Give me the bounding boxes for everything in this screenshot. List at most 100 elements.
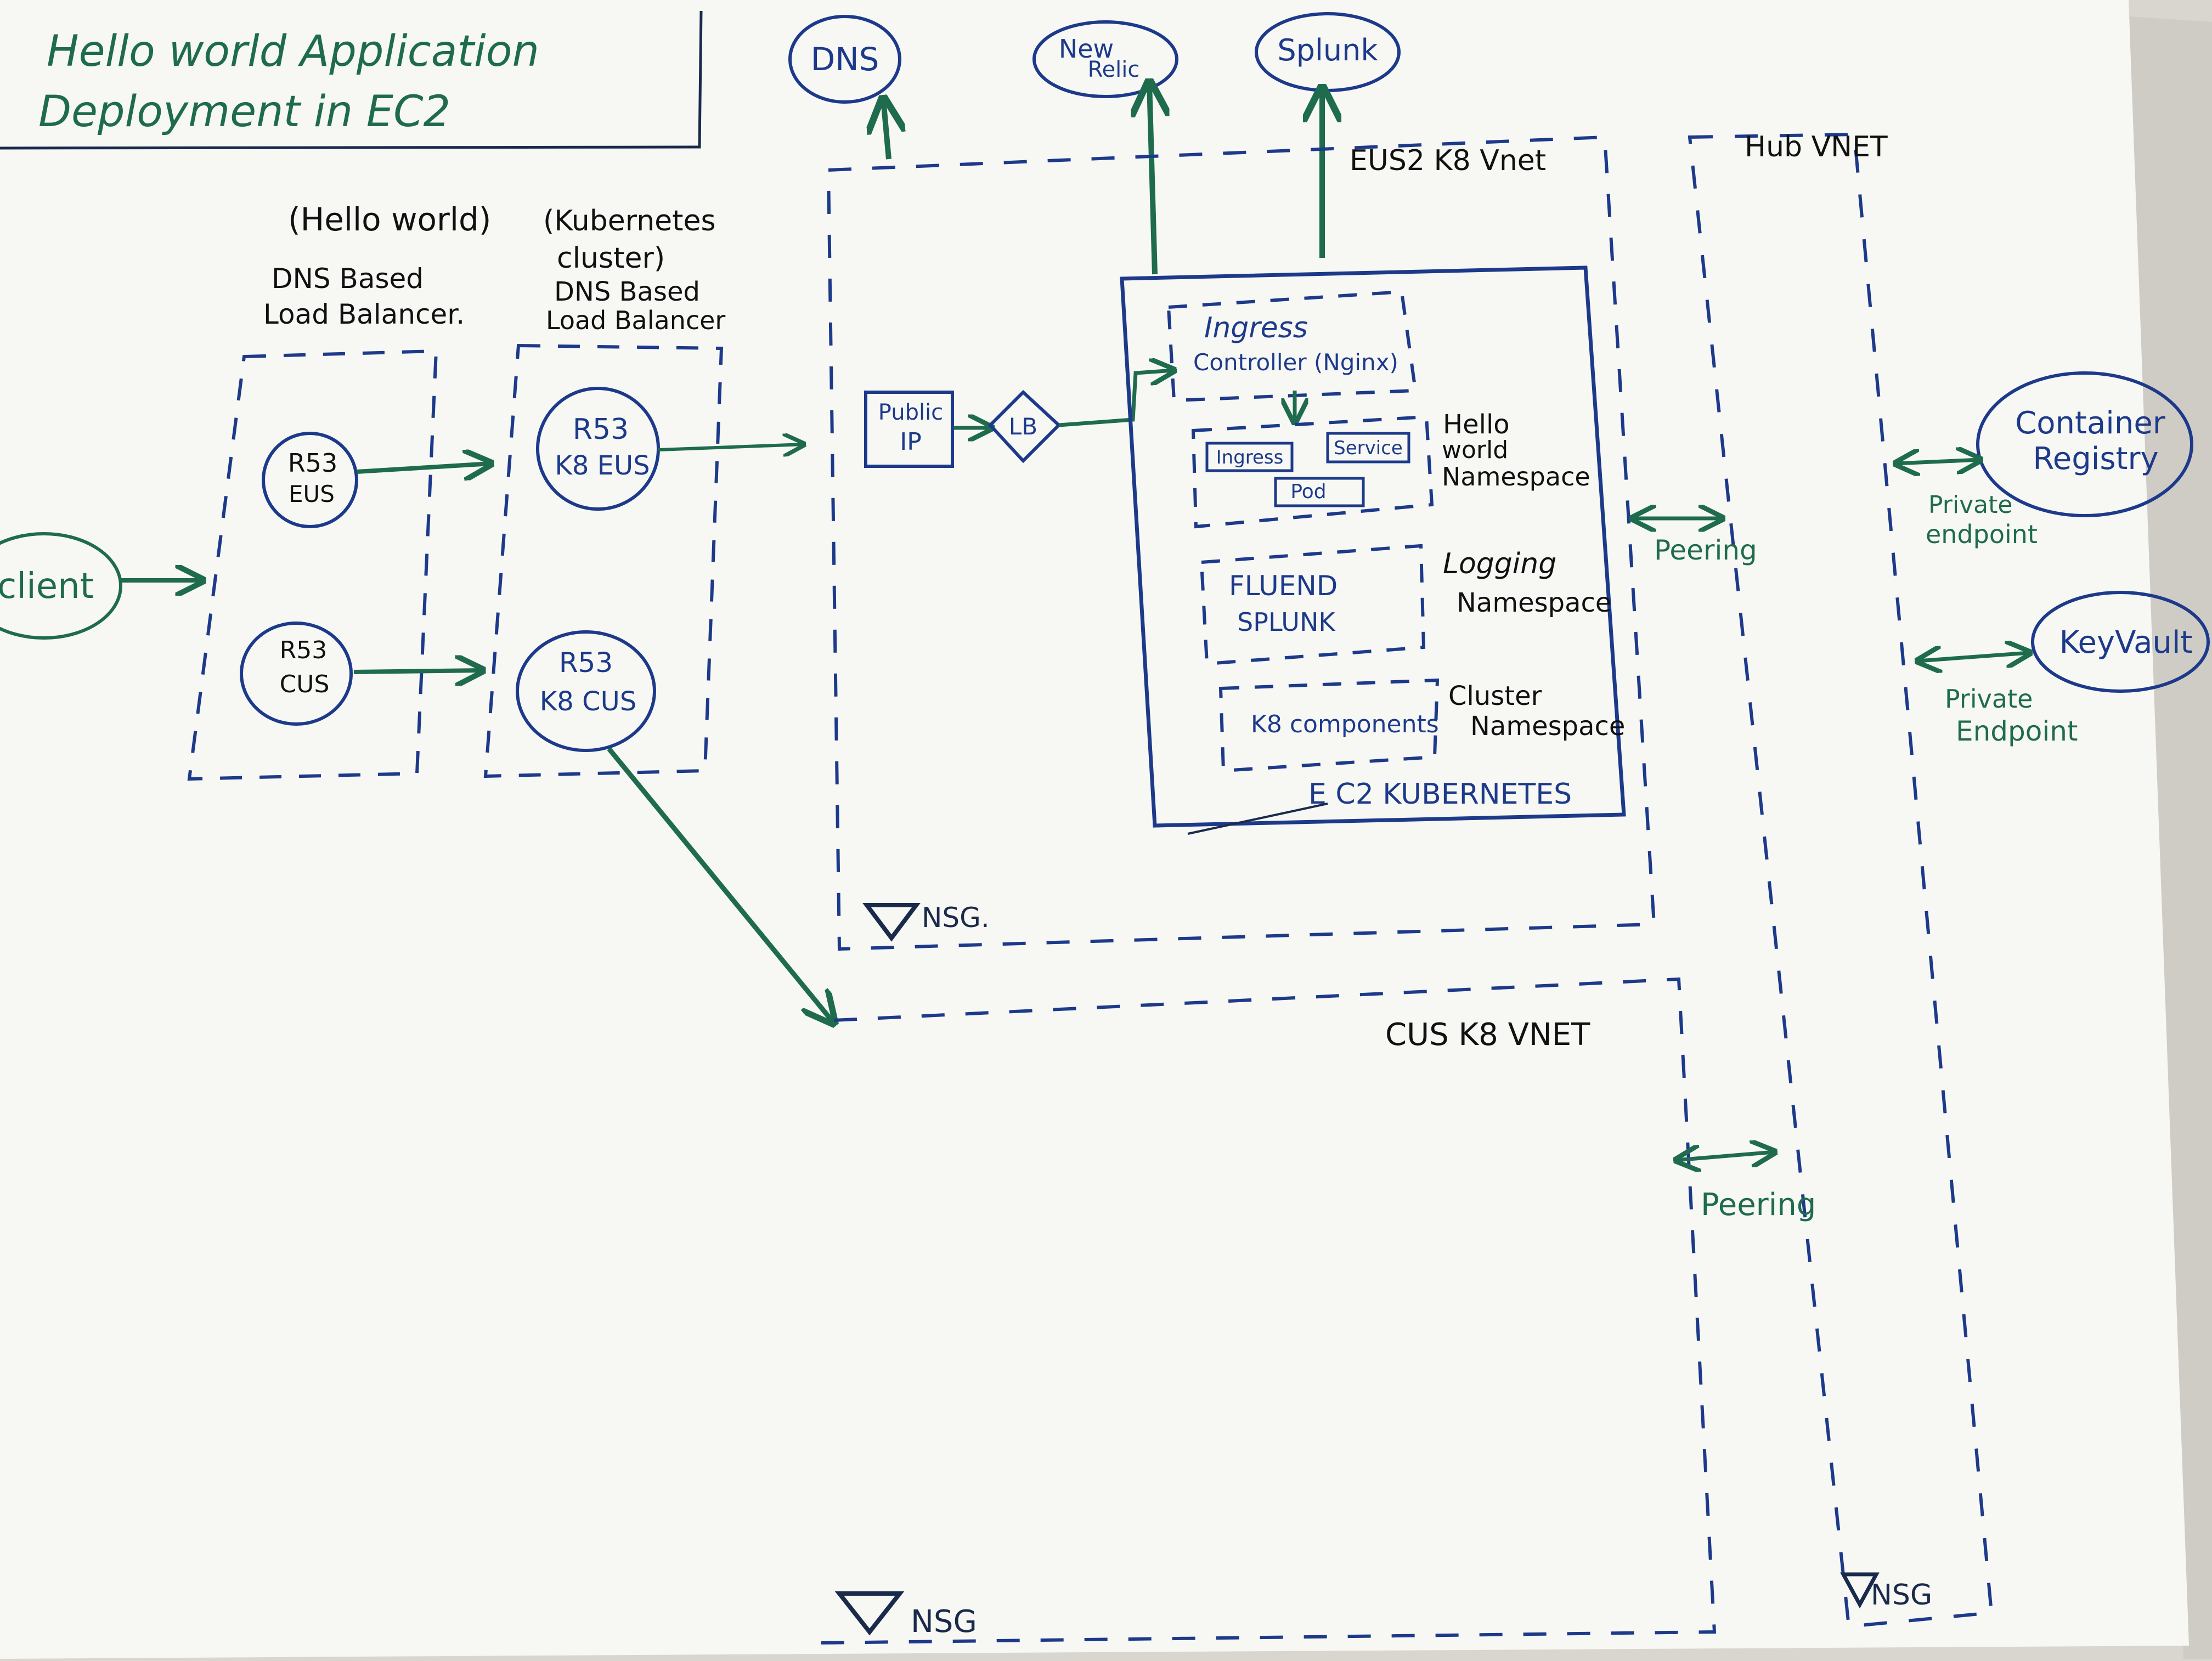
lb1-caption-1: (Hello world): [288, 201, 491, 238]
nsg-icon: [862, 903, 921, 942]
peering-label-2: Peering: [1701, 1187, 1816, 1223]
arrow-k8cus-to-cus: [607, 747, 834, 1023]
hw-ingress-box: [1205, 442, 1294, 472]
hw-service-box: [1326, 432, 1410, 464]
ec2-k8s-label: E C2 KUBERNETES: [1308, 778, 1572, 811]
cus-nsg-label: NSG: [911, 1604, 977, 1640]
hw-ns-line1: Hello: [1443, 409, 1510, 440]
arrow-hub-to-keyvault: [1917, 653, 2030, 661]
cus-vnet-dashed-box: [817, 977, 1717, 1645]
cluster-namespace-box: [1218, 678, 1440, 773]
k8-cus-circle: [516, 630, 656, 752]
newrelic-label-line2: Relic: [1088, 57, 1140, 82]
hub-vnet: Hub VNET Container Registry Private endp…: [1688, 131, 2210, 1629]
title-block: Hello world Application Deployment in EC…: [0, 10, 703, 150]
arrow-hub-to-registry: [1895, 460, 1980, 464]
title-line2: Deployment in EC2: [38, 87, 450, 137]
pe2-line2: Endpoint: [1956, 715, 2078, 747]
arrow-to-dns: [883, 99, 889, 160]
ec2-kubernetes-cluster: E C2 KUBERNETES Ingress Controller (Ngin…: [1120, 265, 1626, 835]
eus2-vnet-dashed-box: [826, 135, 1656, 951]
r53-cus-line1: R53: [280, 636, 328, 664]
ec2-underline: [1187, 803, 1328, 835]
hw-ns-line3: Namespace: [1442, 462, 1590, 491]
keyvault-label: KeyVault: [2059, 625, 2193, 660]
lb2-caption-1: (Kubernetes: [543, 205, 716, 238]
lb2-caption-3: DNS Based: [554, 276, 700, 307]
lb-label: LB: [1009, 413, 1037, 440]
lb2-caption-4: Load Balancer: [546, 306, 725, 335]
r53-eus-line2: EUS: [289, 481, 335, 507]
client-node: client: [0, 532, 122, 640]
ingress-line2: Controller (Nginx): [1193, 349, 1398, 376]
k8-cus-line2: K8 CUS: [540, 686, 636, 717]
container-registry-line1: Container: [2015, 405, 2166, 441]
k8-components-label: K8 components: [1251, 710, 1439, 738]
arrow-k8eus-to-eus2: [658, 444, 804, 450]
cus-k8-vnet: CUS K8 VNET NSG: [817, 977, 1717, 1645]
hello-world-dns-lb-group: (Hello world) DNS Based Load Balancer. R…: [187, 201, 491, 781]
pe1-line2: endpoint: [1926, 519, 2038, 549]
logging-namespace-box: [1199, 544, 1426, 666]
lb-diamond: [988, 389, 1062, 464]
lb1-caption-3: Load Balancer.: [263, 298, 465, 330]
log-ns-line2: Namespace: [1457, 587, 1611, 618]
dns-label: DNS: [811, 41, 879, 78]
hub-vnet-label: Hub VNET: [1745, 131, 1888, 163]
k8-eus-line2: K8 EUS: [555, 450, 650, 481]
k8-cluster-dns-lb-group: (Kubernetes cluster) DNS Based Load Bala…: [483, 205, 725, 778]
dns-service: DNS: [788, 15, 901, 104]
r53-eus-line1: R53: [288, 448, 338, 478]
cus-nsg-icon: [834, 1591, 905, 1636]
k8-eus-line1: R53: [573, 413, 629, 446]
fluentd-label: FLUEND: [1229, 570, 1338, 602]
pe2-line1: Private: [1945, 684, 2033, 714]
splunk-label: Splunk: [1277, 33, 1378, 67]
container-registry-line2: Registry: [2033, 441, 2158, 477]
client-label: client: [0, 566, 94, 607]
arrow-to-newrelic: [1149, 82, 1155, 275]
r53-eus-circle: [262, 432, 358, 528]
cluster-ns-line1: Cluster: [1448, 681, 1542, 711]
hw-ns-line2: world: [1442, 436, 1508, 464]
hub-nsg-label: NSG: [1871, 1579, 1932, 1612]
eus2-nsg-label: NSG.: [922, 902, 990, 934]
splunk-box-label: SPLUNK: [1237, 607, 1336, 637]
arrow-r53cus-to-k8cus: [353, 670, 483, 672]
hw-service-label: Service: [1334, 437, 1403, 459]
r53-cus-line2: CUS: [280, 670, 330, 698]
newrelic-service: New Relic: [1032, 20, 1178, 98]
eus2-vnet-label: EUS2 K8 Vnet: [1350, 144, 1546, 177]
peering-label-1: Peering: [1654, 534, 1757, 566]
log-ns-line1: Logging: [1443, 547, 1556, 580]
lb1-caption-2: DNS Based: [272, 263, 424, 295]
ingress-line1: Ingress: [1204, 312, 1308, 344]
public-ip-line2: IP: [900, 428, 922, 456]
eus2-k8-vnet: EUS2 K8 Vnet Public IP LB NSG.: [826, 135, 1656, 951]
hub-vnet-dashed-box: [1688, 132, 1994, 1629]
hw-pod-label: Pod: [1290, 481, 1326, 503]
lb2-dashed-box: [483, 343, 724, 778]
ec2-k8s-box: [1120, 265, 1626, 828]
hello-world-namespace-box: [1191, 415, 1434, 529]
container-registry-circle: [1976, 371, 2193, 517]
lb1-dashed-box: [187, 349, 438, 781]
peering-links: Peering Peering: [1632, 518, 1816, 1223]
public-ip-box: [864, 391, 954, 468]
hub-nsg-icon: [1840, 1572, 1880, 1609]
cus-vnet-label: CUS K8 VNET: [1385, 1017, 1590, 1053]
public-ip-line1: Public: [878, 400, 943, 425]
peering-arrow-cus-hub: [1676, 1152, 1775, 1160]
lb2-caption-2: cluster): [557, 242, 665, 275]
k8-cus-line1: R53: [559, 647, 613, 679]
title-frame: [0, 10, 703, 150]
hw-ingress-label: Ingress: [1216, 447, 1284, 468]
arrow-lb-to-ingress: [1058, 370, 1174, 427]
title-line1: Hello world Application: [47, 27, 539, 76]
r53-cus-circle: [240, 622, 353, 726]
arrow-r53eus-to-k8eus: [356, 464, 491, 472]
newrelic-label-line1: New: [1059, 34, 1114, 64]
